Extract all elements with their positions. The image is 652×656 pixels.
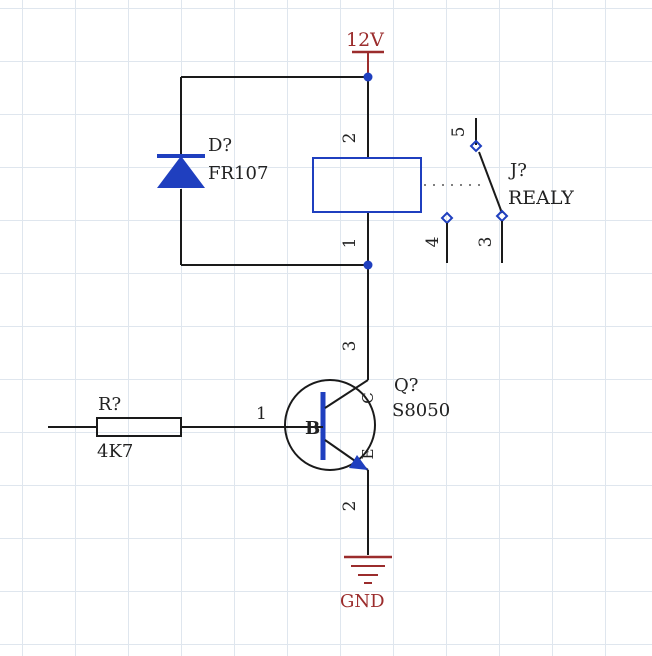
emitter-arrow [349,455,368,470]
resistor-value: 4K7 [97,441,133,462]
transistor-value: S8050 [392,400,450,421]
transistor-designator: Q? [394,375,418,396]
contact-pin-5: 5 [449,127,469,138]
relay-coil-box [312,157,422,213]
contact-pin-3: 3 [476,237,496,248]
resistor-body [96,417,182,437]
transistor-symbol [284,379,376,471]
contact-arm [478,151,503,214]
diode-value: FR107 [208,163,268,184]
contact-nc-diamond [440,211,454,225]
coil-pin-2: 2 [340,133,360,144]
relay-value: REALY [508,187,574,209]
contact-common-diamond [469,139,483,153]
collector-letter: C [359,392,377,403]
diode-designator: D? [208,135,232,156]
base-letter: B [305,418,320,439]
diode-triangle [157,156,205,188]
emitter-pin-2: 2 [340,501,360,512]
resistor-designator: R? [98,394,121,415]
coil-pin-1: 1 [340,238,360,249]
transistor-body [284,379,376,471]
junction-dot-top [363,72,373,82]
base-pin-1: 1 [256,404,267,424]
contact-pin-4: 4 [423,237,443,248]
transistor-collector-lead [324,379,369,409]
ground-label: GND [340,591,385,612]
ground-symbol [344,555,392,584]
supply-label: 12V [346,29,384,51]
power-12v-symbol: 12V [346,29,384,77]
relay-designator: J? [508,160,527,181]
collector-pin-3: 3 [340,341,360,352]
relay-contacts [440,118,509,263]
emitter-letter: E [359,449,377,460]
diode-symbol [157,154,205,188]
junction-dot-bottom [363,260,373,270]
